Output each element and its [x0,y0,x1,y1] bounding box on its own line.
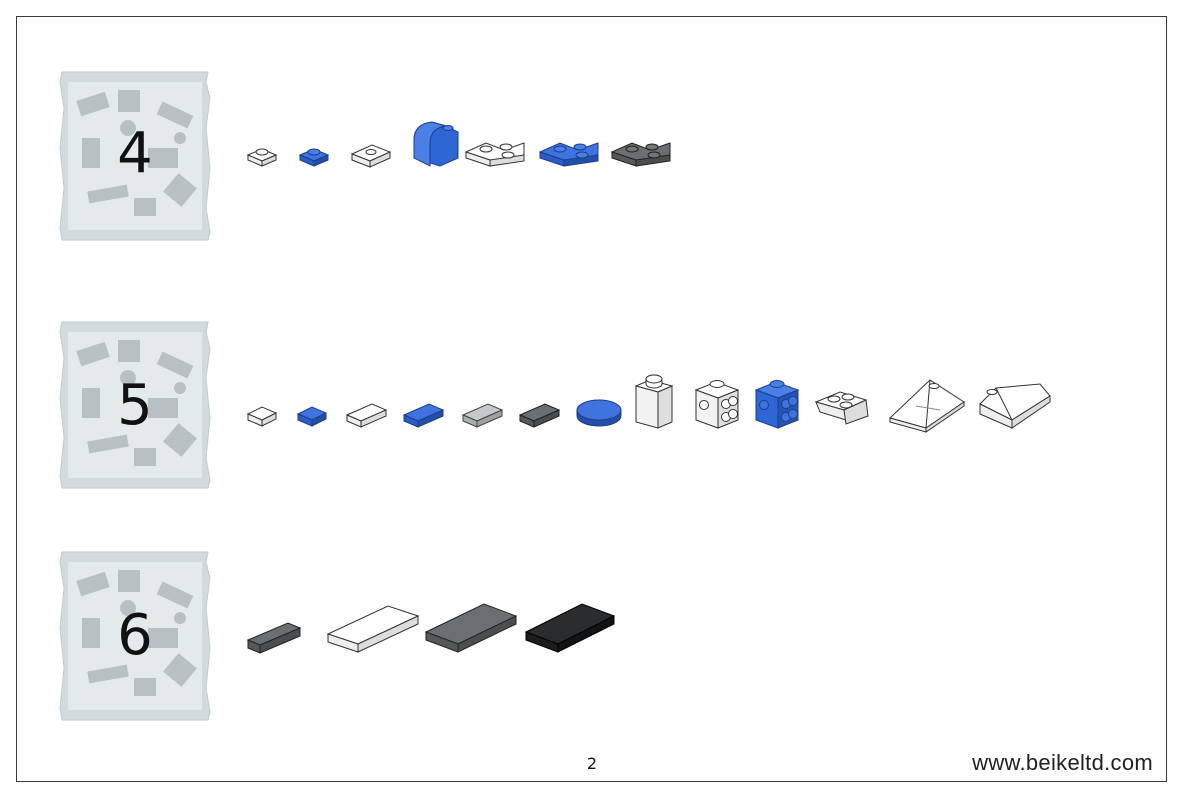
part-wedge-white [889,379,965,433]
parts-bag-icon [59,71,211,241]
part-brick-side-studs-blue [754,380,800,429]
part-brick-side-studs-white [694,380,740,429]
part-tile-1x2-dark-gray [518,403,561,428]
part-round-tile-blue [576,399,622,427]
part-tile-1x2-blue [402,403,445,428]
parts-bag-icon [59,551,211,721]
part-plate-1x1-blue [298,148,330,167]
part-tile-1x4-dark-gray [246,622,302,654]
part-jumper-plate-white [350,144,392,168]
parts-bag-5: 5 [58,318,212,492]
parts-bag-icon [59,321,211,489]
part-corner-plate-blue [538,142,599,167]
part-tile-1x1-white [246,406,278,427]
bag-number: 5 [117,373,153,438]
part-curved-slope-blue [413,121,459,167]
part-corner-plate-dark-gray [610,142,671,167]
part-inverted-slope-white [814,391,869,425]
page-frame [16,16,1167,782]
part-plate-1x1-white [246,148,278,167]
bag-number: 4 [117,121,153,186]
part-corner-plate-white [464,142,525,167]
page-number: 2 [586,754,598,773]
part-slope-wedge-white [979,383,1051,429]
part-tile-2x4-black [524,603,616,653]
website-url: www.beikeltd.com [972,750,1153,775]
part-tile-2x6-white [326,605,420,653]
part-tile-2x4-dark-gray [424,603,518,653]
part-brick-1x1x2-white [634,374,674,429]
bag-number: 6 [117,603,153,668]
part-tile-1x2-light-gray [461,403,504,428]
parts-bag-4: 4 [58,68,212,244]
part-tile-1x1-blue [296,406,328,427]
parts-bag-6: 6 [58,548,212,724]
part-tile-1x2-white [345,403,388,428]
